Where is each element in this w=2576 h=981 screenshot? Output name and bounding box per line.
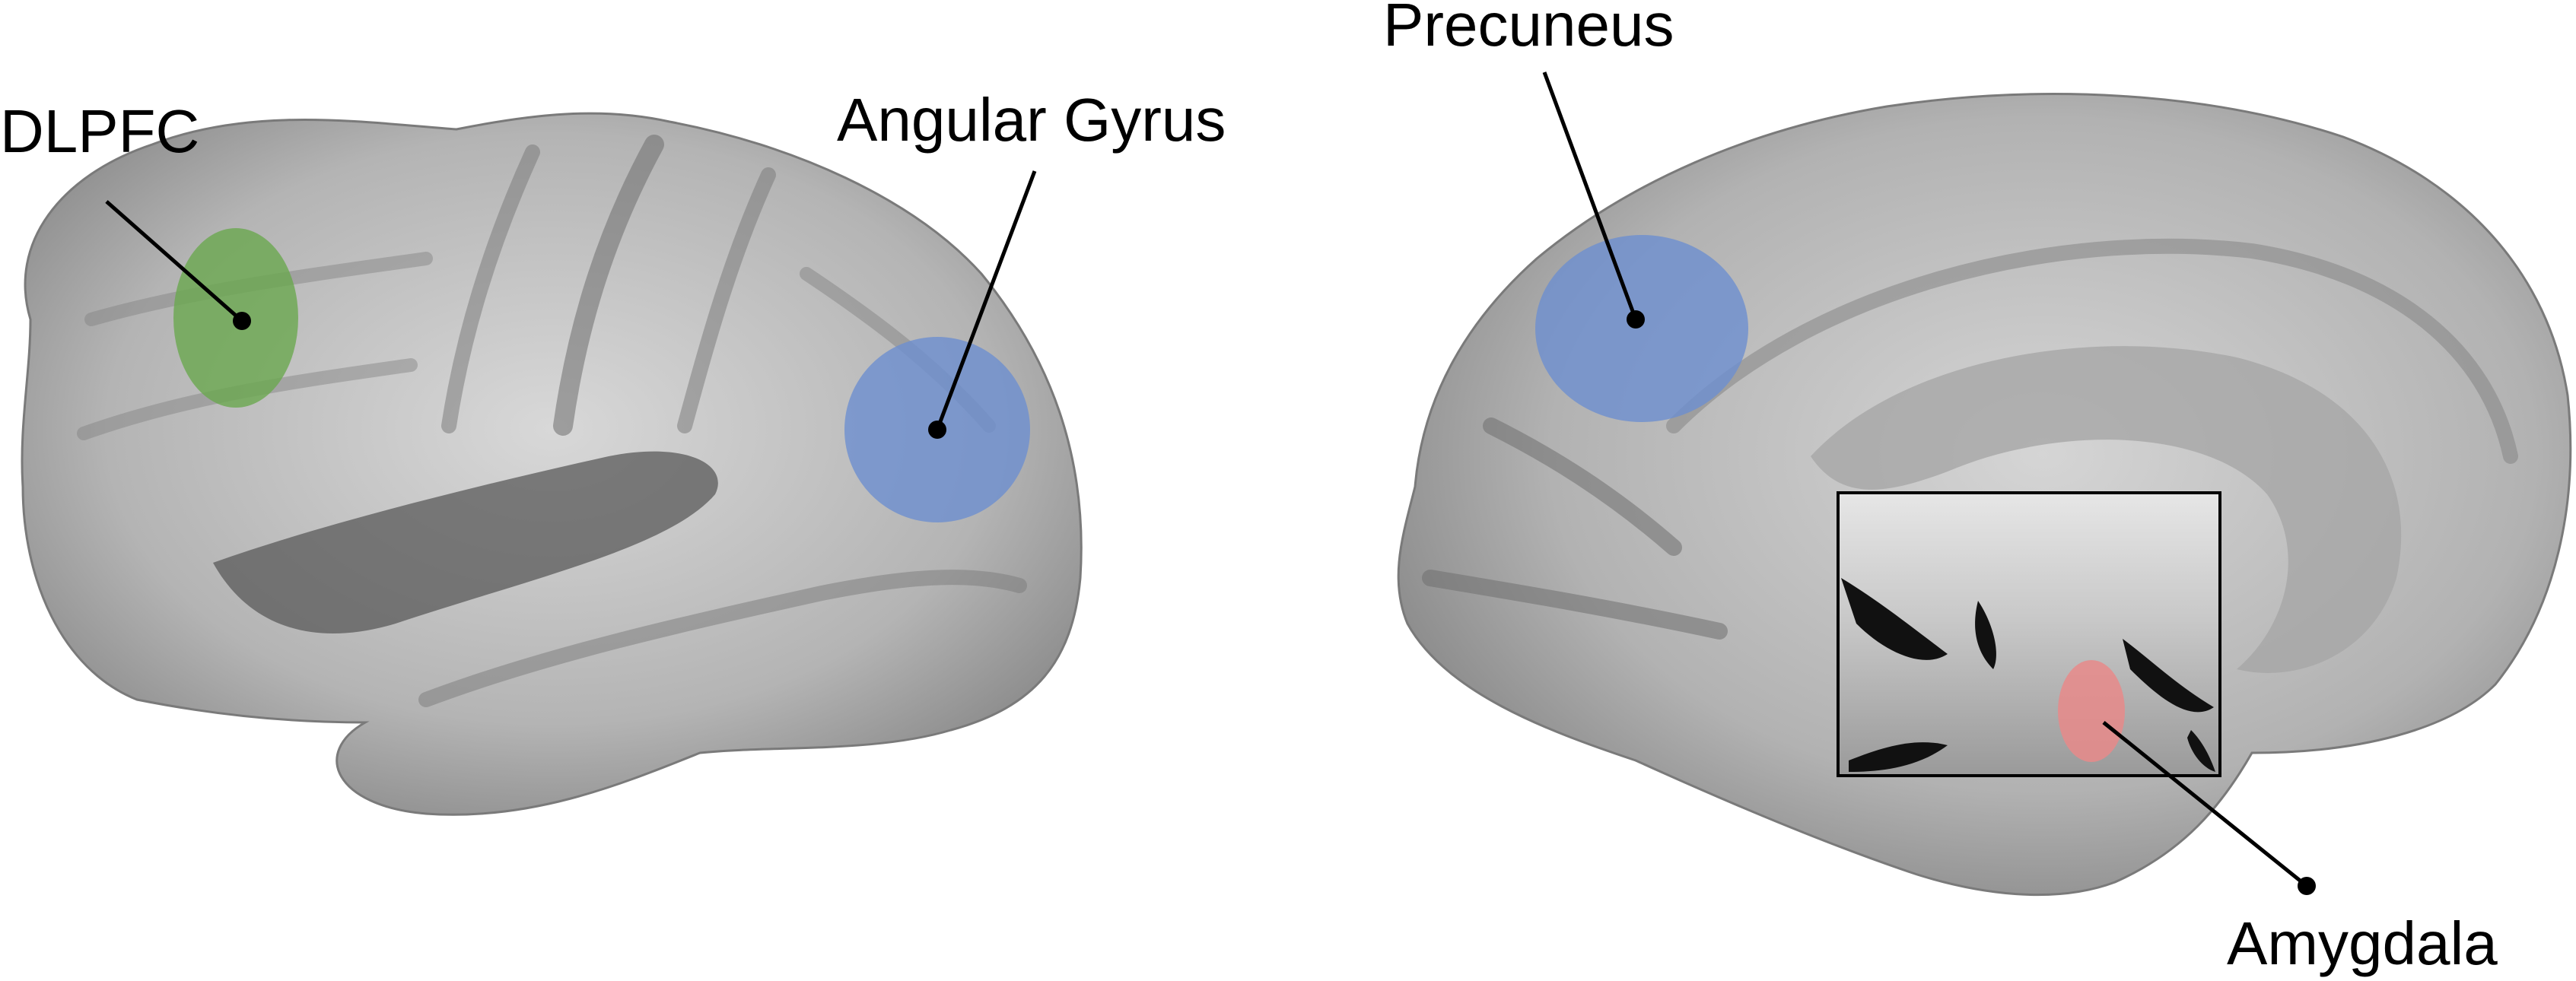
inset-dark-tissue-left xyxy=(1841,578,1948,660)
inset-dark-tissue-mid xyxy=(1975,601,1996,669)
pointers xyxy=(105,71,2316,895)
angular-gyrus-pointer-dot xyxy=(928,421,946,439)
amygdala-inset xyxy=(1837,491,2221,777)
lateral-hemisphere xyxy=(21,112,1083,816)
inset-dark-tissue-bottom xyxy=(1849,742,1948,772)
parieto-occipital-sulcus xyxy=(1483,417,1682,556)
medial-hemisphere xyxy=(1397,93,2572,897)
calcarine-sulcus xyxy=(1422,570,1728,640)
precuneus-pointer-line xyxy=(1542,71,1638,320)
dlpfc-label: DLPFC xyxy=(0,97,199,165)
amygdala-pointer-dot xyxy=(2298,877,2316,895)
dlpfc-pointer-line xyxy=(105,200,243,322)
central-sulcus xyxy=(553,135,664,436)
lateral-sulcus xyxy=(213,451,718,634)
precuneus-region xyxy=(1535,235,1748,422)
amygdala-label: Amygdala xyxy=(2227,910,2498,977)
precuneus-label: Precuneus xyxy=(1383,0,1674,59)
precentral-sulcus xyxy=(441,144,540,433)
corpus-callosum xyxy=(1811,346,2402,673)
amygdala-pointer-line xyxy=(2102,721,2308,887)
angular-gyrus-pointer-line xyxy=(935,170,1037,430)
precuneus-pointer-dot xyxy=(1627,310,1645,329)
dlpfc-pointer-dot xyxy=(233,312,251,330)
cingulate-sulcus xyxy=(1666,238,2518,464)
amygdala-region xyxy=(2058,660,2125,762)
angular-gyrus-label: Angular Gyrus xyxy=(837,86,1226,154)
inset-dark-tissue-right xyxy=(2123,639,2214,713)
superior-temporal-sulcus xyxy=(418,570,1027,707)
inset-dark-tissue-corner xyxy=(2187,730,2215,772)
postcentral-sulcus xyxy=(677,167,776,433)
